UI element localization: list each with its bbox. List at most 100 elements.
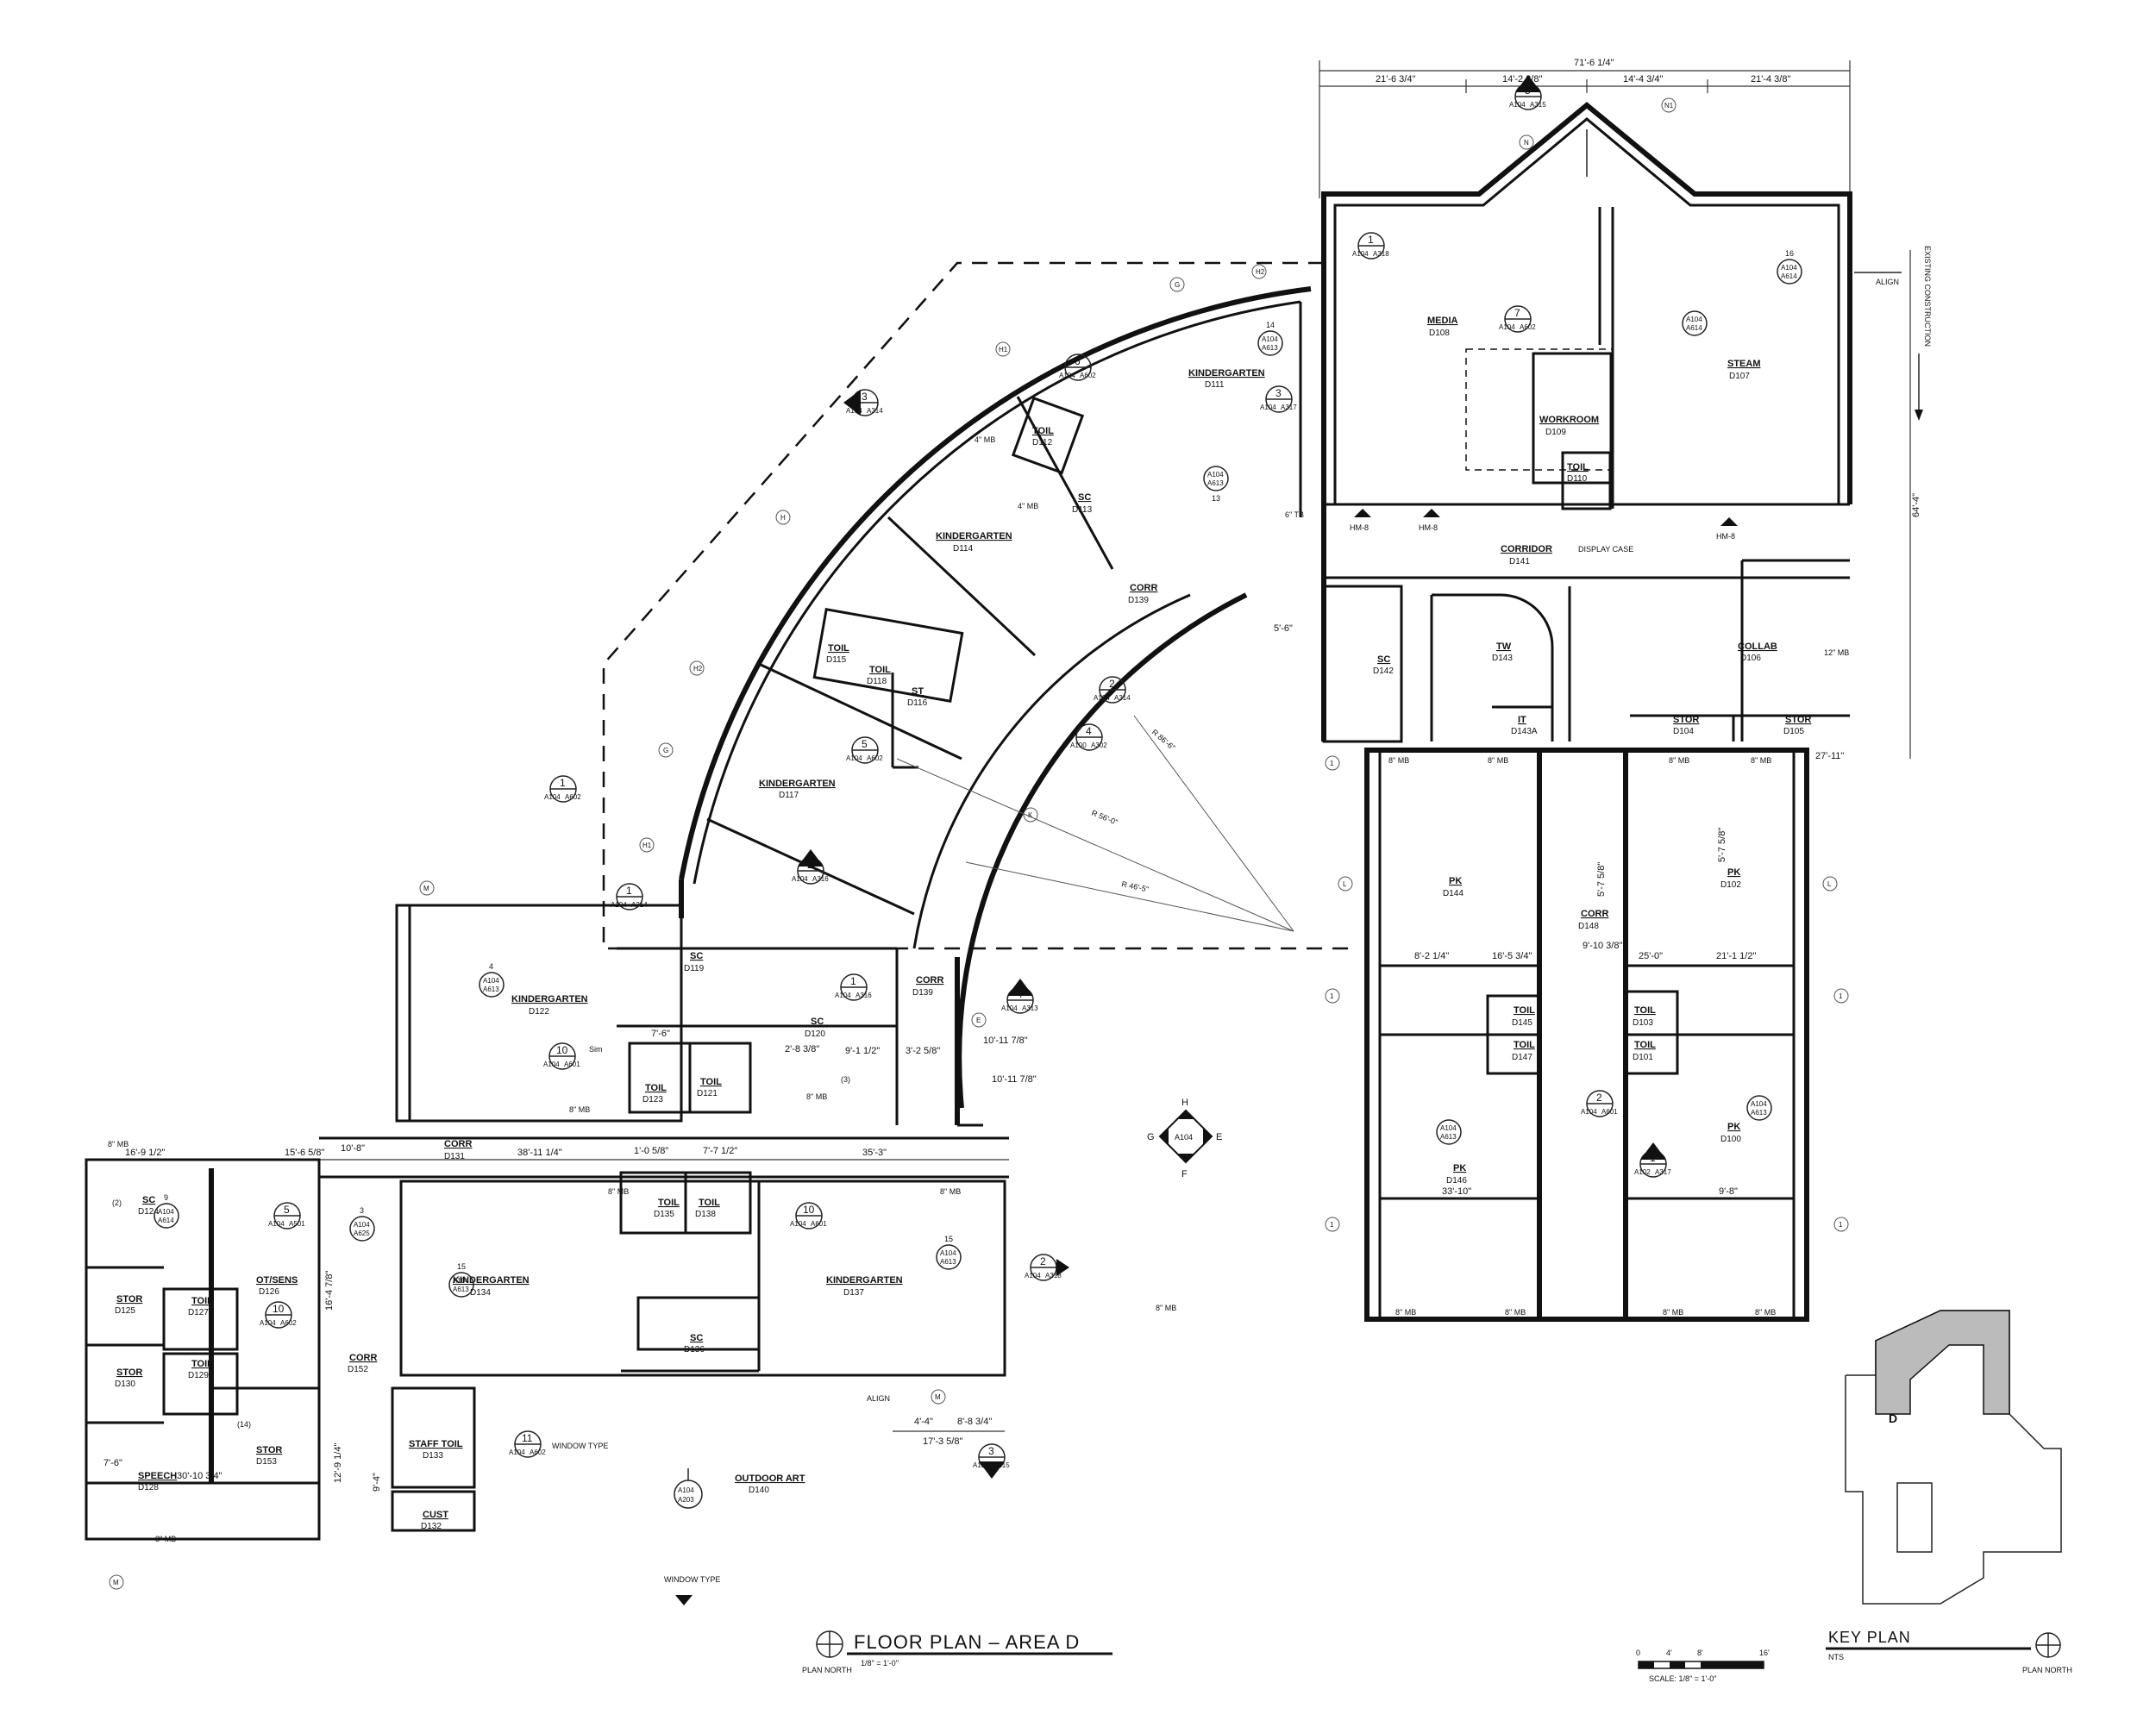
svg-text:A318: A318 xyxy=(1373,250,1389,258)
east-center-block: SC D142 TW D143 IT D143A COLLAB D106 STO… xyxy=(1322,559,1850,743)
room-label: SC xyxy=(1078,492,1091,503)
dim-label: 2'-8 3/8" xyxy=(785,1044,819,1054)
room-label: ST xyxy=(912,686,924,697)
svg-text:H1: H1 xyxy=(999,346,1008,354)
svg-text:A317: A317 xyxy=(1655,1168,1671,1176)
svg-text:3: 3 xyxy=(862,391,868,403)
svg-text:G: G xyxy=(1175,281,1180,289)
svg-text:A501: A501 xyxy=(289,1220,305,1228)
svg-text:4: 4 xyxy=(1017,988,1023,1000)
wall-tag: (14) xyxy=(237,1420,251,1429)
curved-wing: R 86'-6" R 56'-0" R 46'-5" KINDERGARTEN … xyxy=(602,261,1350,1109)
wall-tag: 8" MB xyxy=(1388,756,1409,765)
west-center-block: KINDERGARTEN D122 SC D119 SC D120 CORR D… xyxy=(395,904,1028,1127)
room-number: D140 xyxy=(749,1486,769,1495)
wall-tag: 8" MB xyxy=(1663,1308,1683,1317)
dim-label: 5'-6" xyxy=(1274,623,1293,634)
room-label: SC xyxy=(690,951,703,961)
svg-text:A318: A318 xyxy=(1045,1272,1062,1280)
svg-text:E: E xyxy=(976,1017,981,1024)
callout-11: 1 A104 A314 xyxy=(611,883,648,910)
svg-text:A613: A613 xyxy=(1262,344,1278,352)
room-number: D110 xyxy=(1567,474,1588,484)
svg-text:1: 1 xyxy=(626,885,632,897)
corridor-d131: CORR D131 16'-9 1/2" 15'-6 5/8" 38'-11 1… xyxy=(86,1136,1009,1179)
svg-text:A104: A104 xyxy=(509,1449,525,1456)
svg-text:A613: A613 xyxy=(1440,1133,1457,1141)
svg-text:M: M xyxy=(935,1393,941,1401)
north-wing: HM-8 HM-8 HM-8 MEDIA D108 STEAM D107 WOR… xyxy=(1321,102,1852,554)
svg-text:A104: A104 xyxy=(846,754,862,762)
room-label: KINDERGARTEN xyxy=(1188,368,1265,379)
door-marker-icon xyxy=(1423,509,1440,517)
svg-text:A104: A104 xyxy=(792,875,808,883)
room-label: TOIL xyxy=(191,1359,213,1369)
room-label: CORR xyxy=(916,975,943,986)
svg-text:A104: A104 xyxy=(1352,250,1369,258)
room-number: D132 xyxy=(421,1522,442,1531)
room-number: D137 xyxy=(843,1288,864,1298)
room-number: D103 xyxy=(1633,1018,1653,1028)
room-label: TOIL xyxy=(700,1077,722,1087)
room-label: WORKROOM xyxy=(1539,415,1599,425)
svg-text:A104: A104 xyxy=(1059,372,1075,379)
svg-text:H: H xyxy=(780,514,786,522)
svg-text:A314: A314 xyxy=(631,901,648,909)
room-label: SC xyxy=(142,1195,155,1205)
room-number: D125 xyxy=(115,1306,135,1316)
svg-text:3: 3 xyxy=(988,1445,994,1457)
svg-text:A104: A104 xyxy=(1025,1272,1041,1280)
callout-2: 1 A104 A318 xyxy=(1352,232,1389,260)
svg-text:A613: A613 xyxy=(940,1258,956,1266)
callout-10: 4 A100 A302 xyxy=(1070,723,1107,751)
room-number: D105 xyxy=(1783,727,1804,736)
svg-text:A314: A314 xyxy=(1114,694,1131,702)
callout-12: 2 A104 A314 xyxy=(1094,676,1131,704)
scale-tick: 8' xyxy=(1697,1649,1703,1657)
callout-14: 4 A104 A313 xyxy=(1001,979,1038,1014)
dim-top-4: 21'-4 3/8" xyxy=(1751,74,1790,84)
svg-text:A602: A602 xyxy=(565,793,581,801)
room-number: D106 xyxy=(1740,654,1761,663)
room-label: CORR xyxy=(1581,909,1608,919)
dim-label: 1'-0 5/8" xyxy=(634,1146,668,1156)
room-number: D111 xyxy=(1205,380,1225,390)
room-label: TOIL xyxy=(1634,1040,1656,1050)
svg-text:A104: A104 xyxy=(940,1249,956,1257)
window-type-q-note: WINDOW TYPE xyxy=(552,1442,608,1450)
dim-label: 10'-8" xyxy=(341,1143,365,1154)
svg-text:A104: A104 xyxy=(611,901,627,909)
wall-tag: 8" MB xyxy=(108,1140,128,1148)
arrow-icon xyxy=(1915,410,1923,421)
room-label: STAFF TOIL xyxy=(409,1439,463,1449)
svg-text:A614: A614 xyxy=(158,1217,174,1224)
room-label: OT/SENS xyxy=(256,1275,298,1286)
svg-text:A104: A104 xyxy=(1262,335,1278,343)
svg-text:A316: A316 xyxy=(856,992,872,999)
svg-text:A104: A104 xyxy=(1207,471,1224,479)
pk-wing: PK D144 CORR D148 PK D102 TOIL D145 TOIL… xyxy=(1364,748,1809,1322)
room-label: KINDERGARTEN xyxy=(826,1275,903,1286)
svg-text:2: 2 xyxy=(1040,1255,1046,1267)
room-number: D114 xyxy=(953,544,974,554)
room-label: IT xyxy=(1518,715,1526,725)
drawing-title: FLOOR PLAN – AREA D 1/8" = 1'-0" PLAN NO… xyxy=(802,1630,1112,1674)
svg-text:A315: A315 xyxy=(1530,101,1546,109)
svg-text:1: 1 xyxy=(1839,992,1843,1000)
svg-text:A104: A104 xyxy=(453,1277,469,1285)
room-label: PK xyxy=(1727,1122,1740,1132)
room-number: D109 xyxy=(1545,428,1566,437)
svg-text:A104: A104 xyxy=(678,1486,694,1494)
room-label: TOIL xyxy=(191,1296,213,1306)
room-label: TOIL xyxy=(869,665,891,675)
svg-text:A104: A104 xyxy=(1260,404,1276,411)
callout-8: 5 A104 A602 xyxy=(846,736,883,764)
room-number: D126 xyxy=(259,1287,279,1297)
svg-text:A613: A613 xyxy=(1751,1109,1767,1117)
svg-text:A613: A613 xyxy=(1207,479,1224,487)
